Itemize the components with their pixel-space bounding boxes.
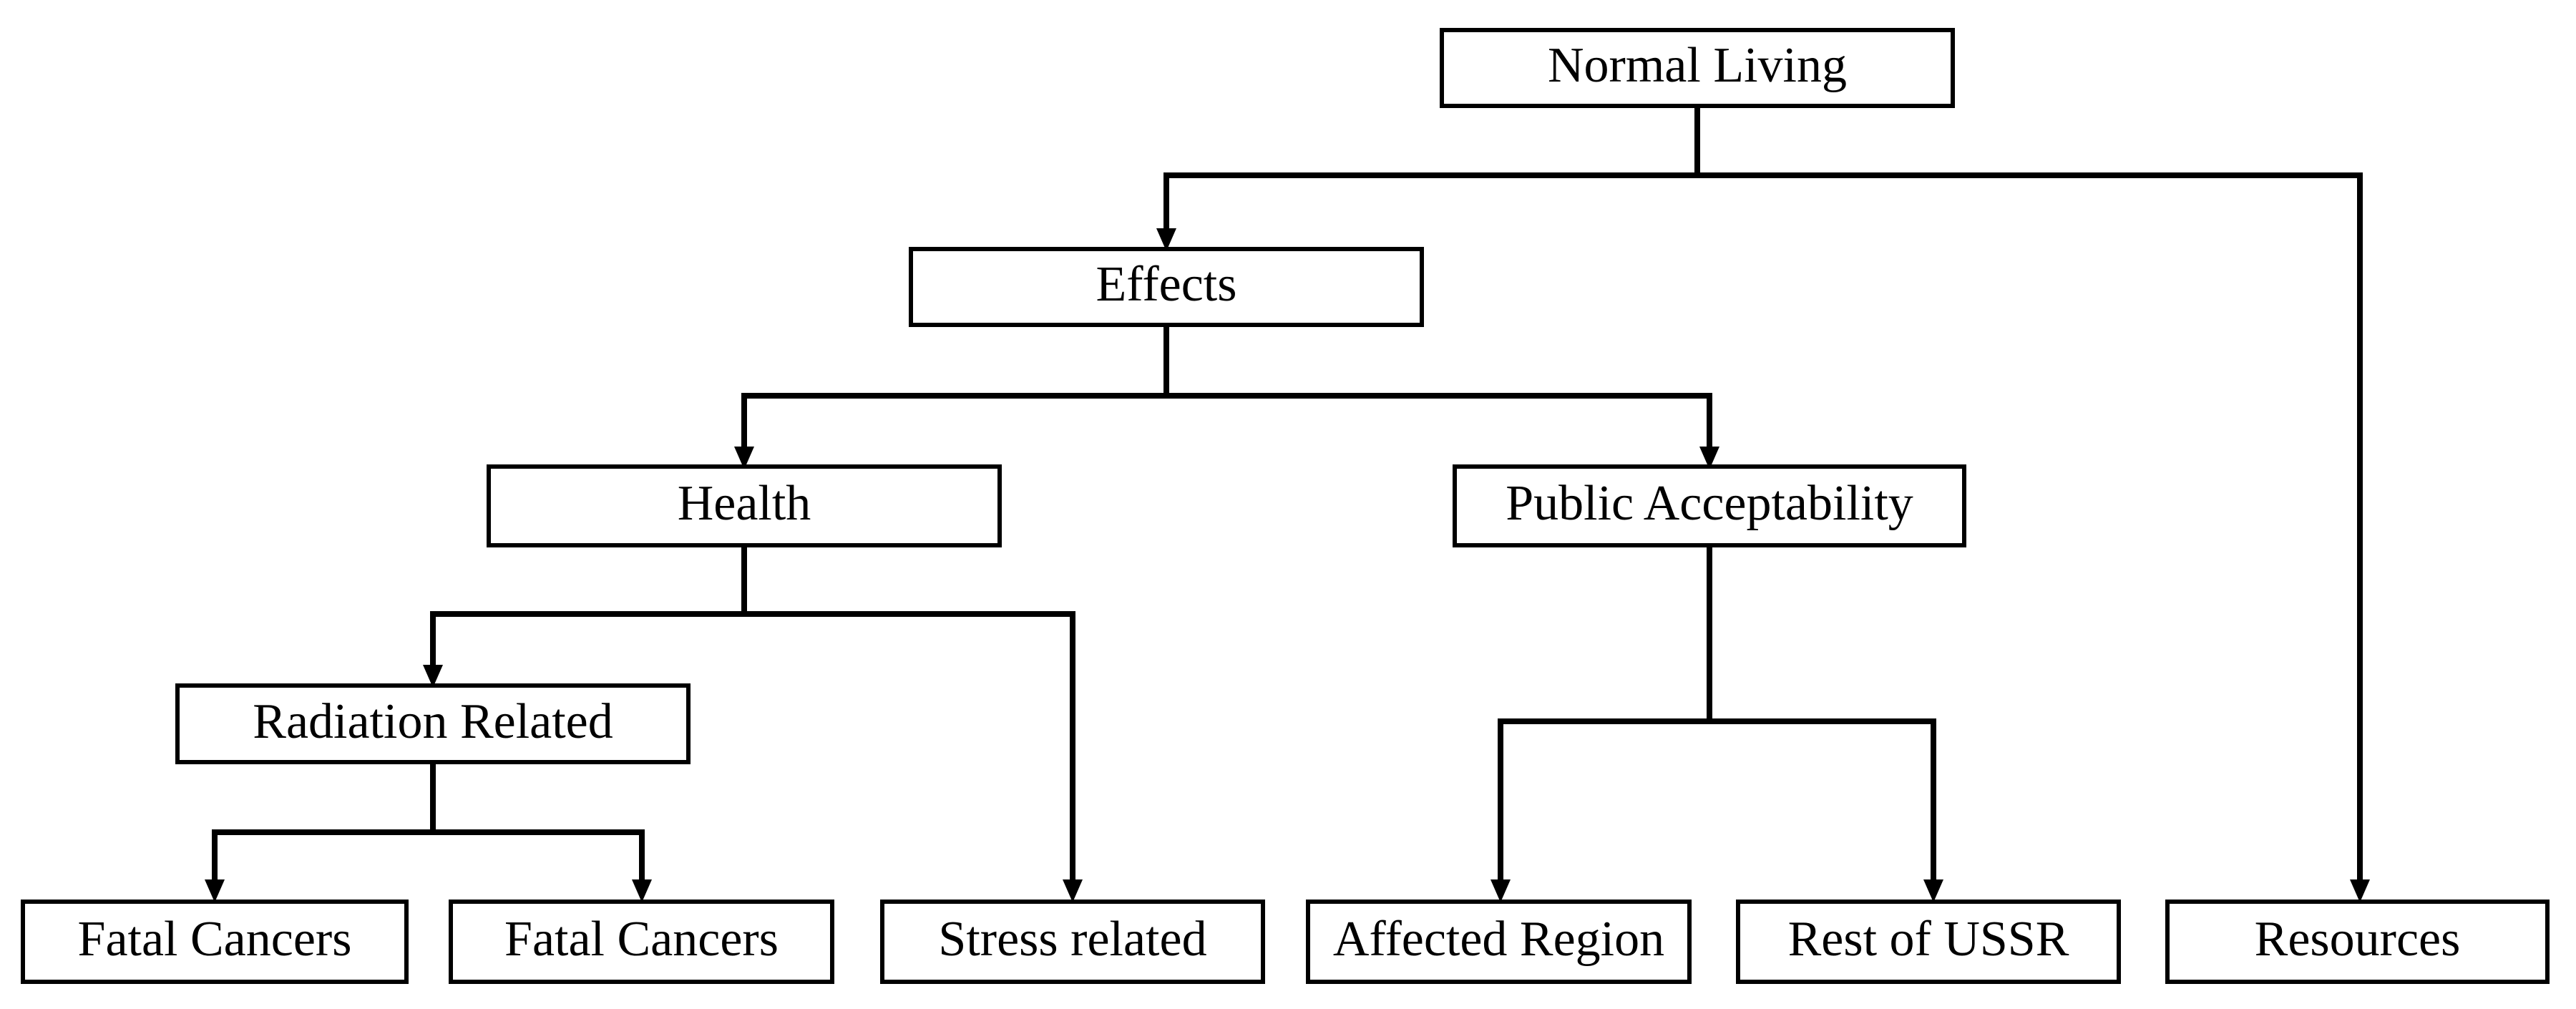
edge-health-branch — [423, 547, 1083, 902]
node-effects-label: Effects — [1096, 257, 1237, 312]
arrowhead-to-fatal-cancers-right — [632, 879, 652, 902]
node-stress-related-label: Stress related — [938, 912, 1207, 967]
node-effects: Effects — [909, 247, 1424, 327]
arrowhead-to-fatal-cancers-left — [205, 879, 225, 902]
node-fatal-cancers-left: Fatal Cancers — [21, 900, 409, 984]
edge-effects-branch — [734, 327, 1719, 469]
node-affected-region: Affected Region — [1306, 900, 1692, 984]
node-radiation-related: Radiation Related — [175, 683, 691, 764]
node-public-acceptability-label: Public Acceptability — [1506, 476, 1913, 531]
arrowhead-to-affected-region — [1491, 879, 1511, 902]
node-fatal-cancers-right-label: Fatal Cancers — [504, 912, 779, 967]
node-rest-of-ussr: Rest of USSR — [1736, 900, 2121, 984]
node-resources: Resources — [2165, 900, 2550, 984]
node-radiation-related-label: Radiation Related — [253, 693, 613, 749]
edge-public-acceptability-branch — [1491, 547, 1943, 902]
arrowhead-to-rest-of-ussr — [1923, 879, 1943, 902]
edge-normal-living-branch — [1156, 107, 2370, 902]
node-public-acceptability: Public Acceptability — [1453, 464, 1966, 547]
arrowhead-to-effects — [1156, 228, 1176, 251]
arrowhead-to-public-acceptability — [1699, 447, 1719, 469]
node-resources-label: Resources — [2254, 912, 2461, 967]
node-fatal-cancers-right: Fatal Cancers — [449, 900, 834, 984]
arrowhead-to-resources — [2350, 879, 2370, 902]
arrowhead-to-health — [734, 447, 754, 469]
node-fatal-cancers-left-label: Fatal Cancers — [77, 912, 352, 967]
arrowhead-to-radiation-related — [423, 665, 443, 688]
node-normal-living: Normal Living — [1440, 28, 1955, 108]
node-affected-region-label: Affected Region — [1332, 912, 1665, 967]
node-normal-living-label: Normal Living — [1548, 38, 1847, 93]
node-stress-related: Stress related — [880, 900, 1265, 984]
node-health-label: Health — [677, 476, 811, 531]
arrowhead-to-stress-related — [1063, 879, 1083, 902]
node-health: Health — [487, 464, 1002, 547]
edge-radiation-related-branch — [205, 764, 652, 902]
node-rest-of-ussr-label: Rest of USSR — [1787, 912, 2069, 967]
